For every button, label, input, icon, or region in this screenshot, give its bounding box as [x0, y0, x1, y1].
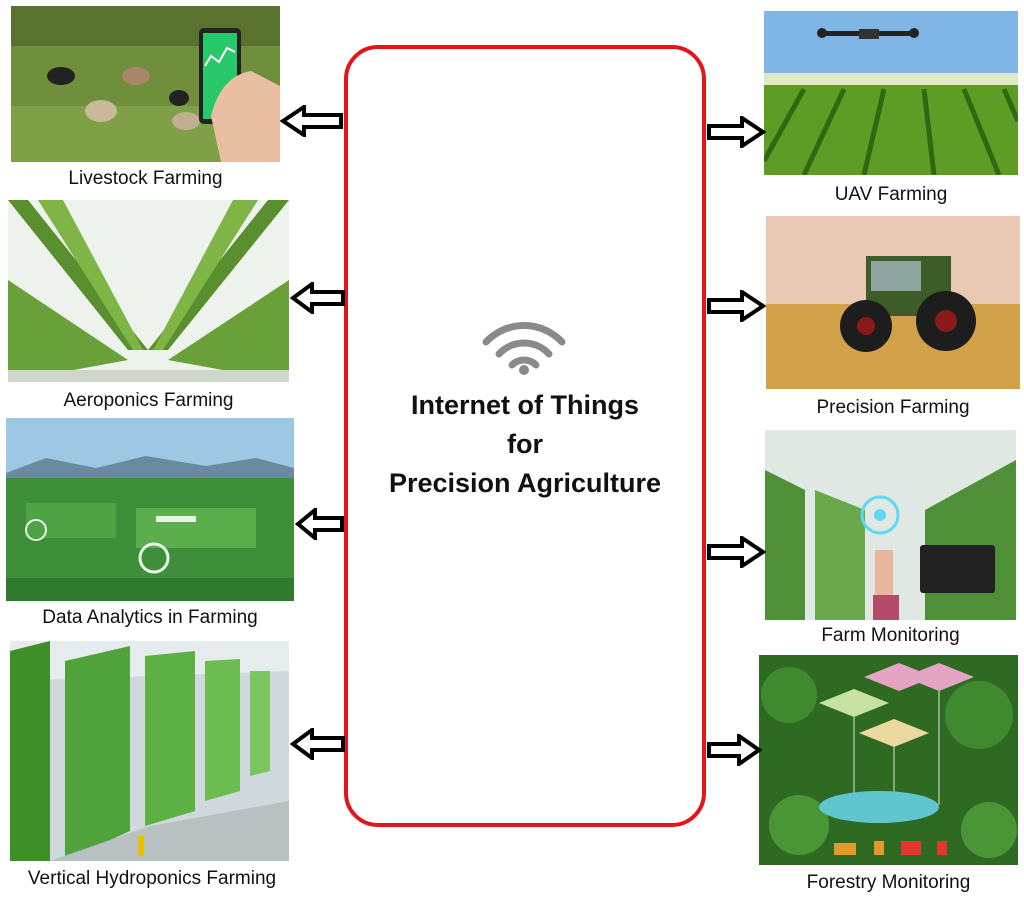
arrow-to-livestock-icon: [280, 105, 343, 137]
arrow-to-farm-monitoring-icon: [707, 536, 766, 568]
arrow-to-uav-icon: [707, 116, 766, 148]
data-analytics-caption: Data Analytics in Farming: [42, 607, 258, 628]
hub-title-line-2: for: [507, 429, 543, 459]
hub-title-line-3: Precision Agriculture: [388, 468, 662, 498]
forestry-monitoring-photo: [759, 655, 1018, 865]
hub-title-line-1: Internet of Things: [411, 390, 639, 420]
precision-farming-photo: [766, 216, 1020, 389]
livestock-farming-caption: Livestock Farming: [68, 168, 223, 189]
forestry-monitoring-caption: Forestry Monitoring: [806, 872, 971, 893]
aeroponics-farming-caption: Aeroponics Farming: [63, 390, 234, 411]
vertical-hydroponics-photo: [10, 641, 289, 861]
vertical-hydroponics-caption: Vertical Hydroponics Farming: [27, 868, 277, 889]
uav-farming-photo: [764, 11, 1018, 175]
arrow-to-aeroponics-icon: [290, 282, 345, 314]
central-hub-box: [344, 45, 706, 827]
arrow-to-data-analytics-icon: [295, 508, 344, 540]
hub-title: Internet of Things for Precision Agricul…: [344, 386, 706, 503]
data-analytics-photo: [6, 418, 294, 601]
precision-farming-caption: Precision Farming: [816, 397, 970, 418]
livestock-farming-photo: [11, 6, 280, 162]
farm-monitoring-caption: Farm Monitoring: [821, 625, 960, 646]
arrow-to-forestry-monitoring-icon: [707, 734, 762, 766]
wifi-icon: [482, 322, 566, 375]
aeroponics-farming-photo: [8, 200, 289, 382]
uav-farming-caption: UAV Farming: [834, 184, 948, 205]
arrow-to-precision-farming-icon: [707, 290, 766, 322]
arrow-to-vertical-hydroponics-icon: [290, 728, 345, 760]
farm-monitoring-photo: [765, 430, 1016, 620]
